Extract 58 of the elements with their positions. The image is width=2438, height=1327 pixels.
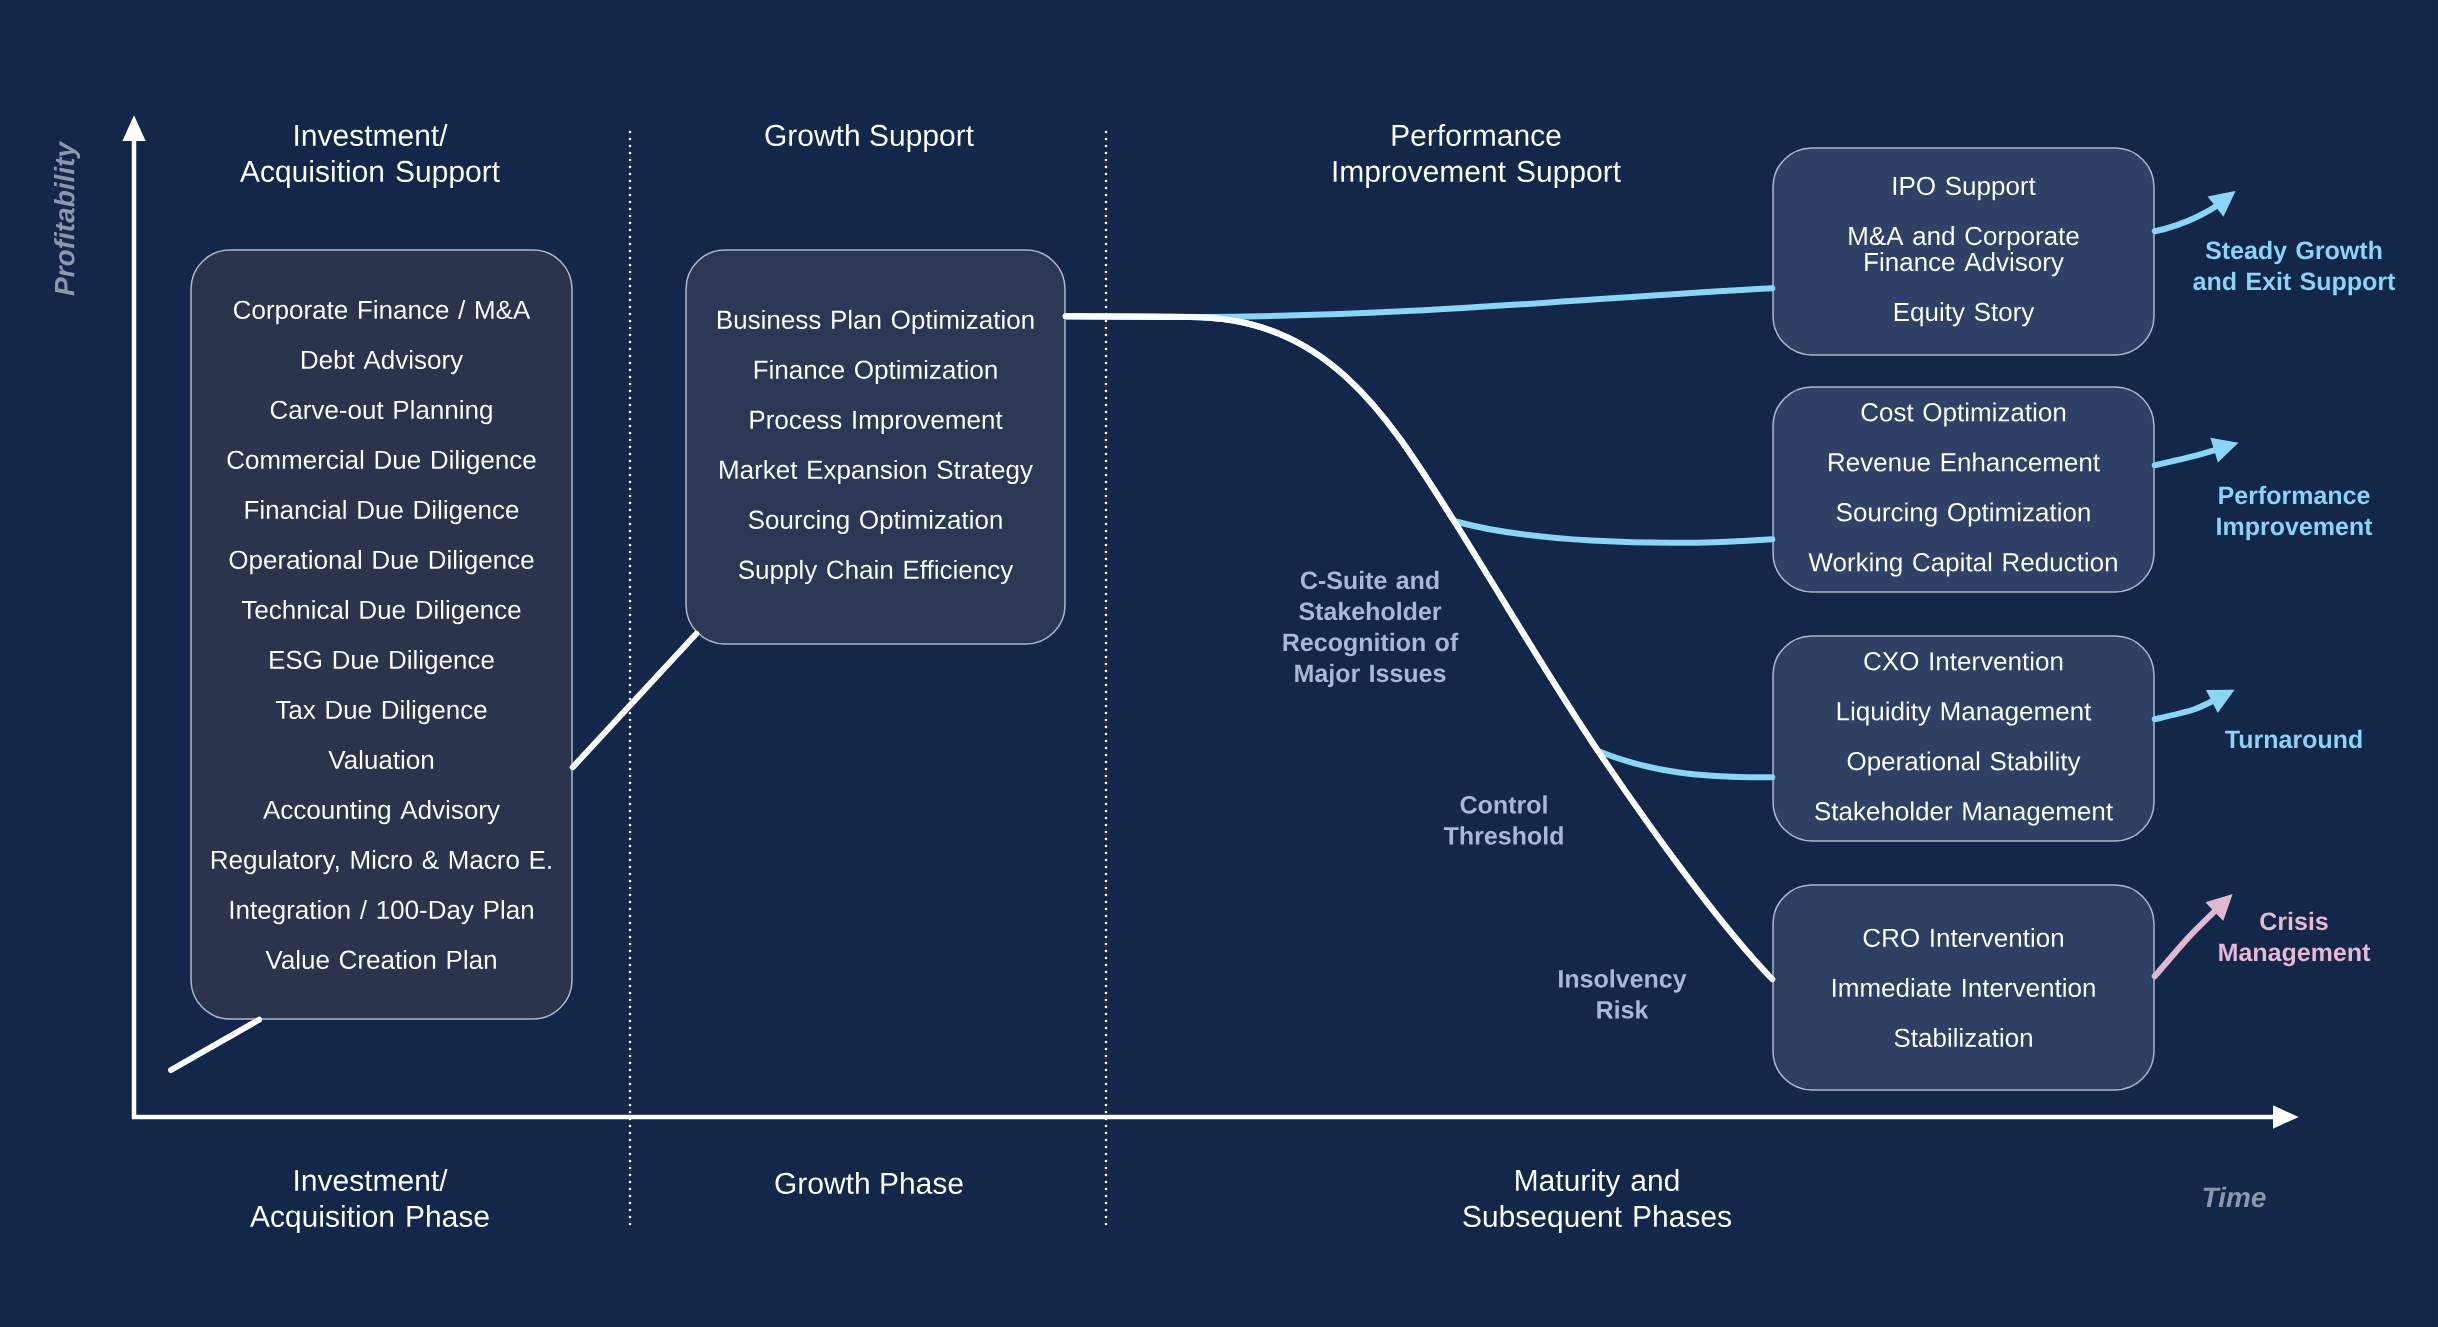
axis-label: Time	[2203, 1186, 2266, 1208]
service-item: Sourcing Optimization	[748, 509, 1002, 535]
column-heading: Investment/ Acquisition Support	[240, 124, 500, 188]
service-item: Stakeholder Management	[1815, 801, 2113, 826]
service-item: Equity Story	[1894, 302, 2035, 327]
service-box	[1772, 147, 2155, 356]
service-item: Debt Advisory	[302, 349, 464, 375]
service-item: Integration / 100-Day Plan	[230, 899, 533, 925]
service-item: Immediate Intervention	[1832, 977, 2095, 998]
service-item: IPO Support	[1893, 176, 2036, 201]
service-item: Market Expansion Strategy	[720, 459, 1033, 485]
curve-line	[569, 630, 700, 771]
annotation: C-Suite and Stakeholder Recognition of Major Issues	[1283, 570, 1459, 688]
service-item: Financial Due Diligence	[245, 499, 519, 525]
axis-label: Profitability	[53, 140, 81, 296]
service-item: Accounting Advisory	[263, 799, 500, 825]
curve-line	[168, 1016, 263, 1073]
service-box	[685, 249, 1066, 645]
service-item: CRO Intervention	[1863, 927, 2063, 948]
outcome-label: Crisis Management	[2219, 911, 2371, 967]
service-item: Working Capital Reduction	[1808, 552, 2117, 577]
service-item: Operational Due Diligence	[229, 549, 534, 575]
service-item: Operational Stability	[1847, 751, 2081, 776]
service-box	[190, 249, 573, 1020]
service-item: Supply Chain Efficiency	[738, 559, 1014, 585]
annotation: Insolvency Risk	[1559, 969, 1687, 1019]
phase-label: Growth Phase	[775, 1172, 963, 1194]
outcome-label: Performance Improvement	[2217, 485, 2373, 541]
outcome-label: Turnaround	[2225, 729, 2362, 749]
service-box	[1772, 635, 2155, 842]
annotation: Control Threshold	[1443, 795, 1563, 845]
service-item: Process Improvement	[750, 410, 1003, 435]
service-item: Stabilization	[1894, 1027, 2032, 1048]
service-item: Value Creation Plan	[265, 949, 496, 970]
service-item: Sourcing Optimization	[1836, 502, 2090, 527]
service-item: CXO Intervention	[1864, 651, 2063, 671]
service-item: Technical Due Diligence	[241, 599, 521, 625]
service-item: Liquidity Management	[1837, 701, 2092, 726]
service-item: Finance Optimization	[754, 359, 997, 385]
service-item: Business Plan Optimization	[717, 309, 1034, 335]
outcome-label: Steady Growth and Exit Support	[2193, 240, 2396, 296]
service-item: Cost Optimization	[1861, 402, 2066, 427]
service-box	[1772, 884, 2155, 1091]
service-item: Revenue Enhancement	[1829, 452, 2100, 472]
column-heading: Performance Improvement Support	[1333, 124, 1621, 188]
phase-label: Maturity and Subsequent Phases	[1463, 1169, 1731, 1233]
curve-line	[1062, 313, 1776, 983]
service-item: Regulatory, Micro & Macro E.	[211, 849, 551, 875]
service-item: Carve-out Planning	[270, 399, 492, 425]
service-item: Valuation	[328, 749, 434, 770]
service-item: M&A and Corporate Finance Advisory	[1849, 226, 2079, 277]
service-item: Tax Due Diligence	[275, 699, 487, 725]
service-item: Corporate Finance / M&A	[234, 299, 531, 325]
service-box	[1772, 386, 2155, 593]
service-item: ESG Due Diligence	[270, 649, 494, 675]
column-heading: Growth Support	[765, 124, 974, 152]
service-item: Commercial Due Diligence	[227, 449, 536, 475]
phase-label: Investment/ Acquisition Phase	[250, 1169, 489, 1233]
